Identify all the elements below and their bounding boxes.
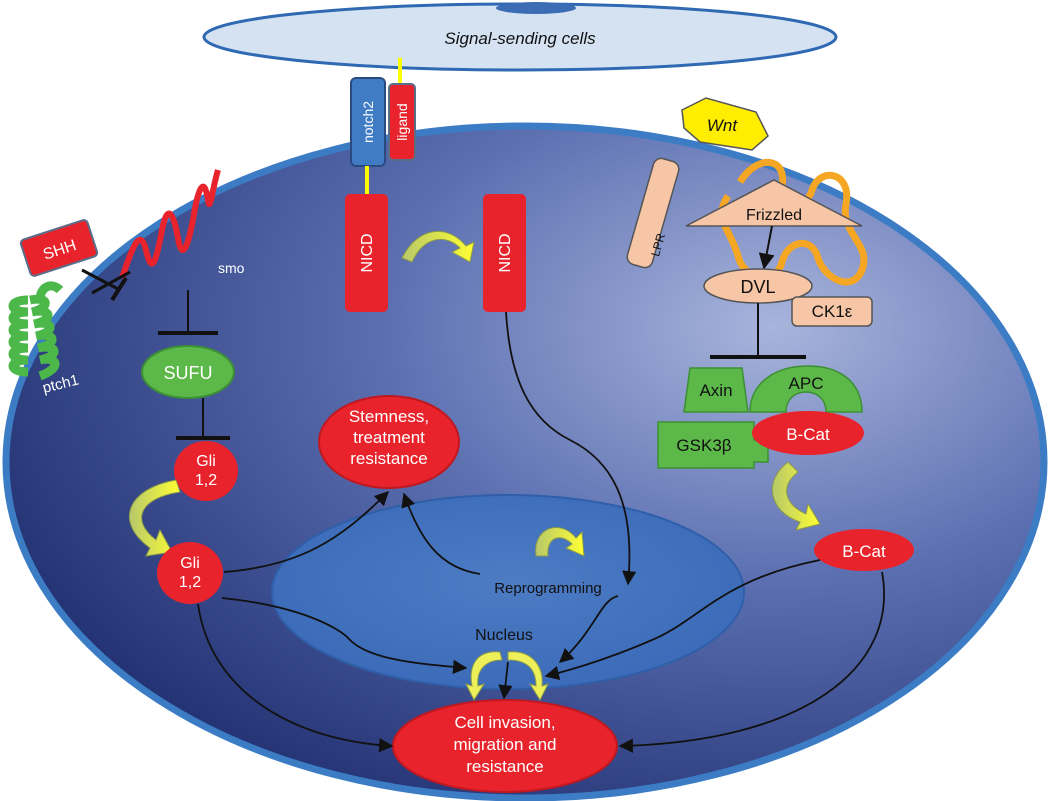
nicd-right [483,194,526,312]
nicd-left-label: NICD [359,233,376,272]
gsk3b-label: GSK3β [676,436,731,455]
wnt-ligand [681,97,769,151]
reprogramming-label: Reprogramming [494,580,602,597]
ck1e-label: CK1ε [812,302,853,321]
sufu-label: SUFU [164,363,213,383]
nicd-right-label: NICD [497,233,514,272]
gli-top-line2: 1,2 [195,472,217,489]
apc-node [749,365,863,413]
ck1e-node [791,296,873,327]
invasion-line2: migration and [453,735,556,754]
nucleus-invasion-arrow [498,661,513,700]
reprogramming-nucleus-arrow [558,595,619,663]
dvl-label: DVL [740,277,775,297]
invasion-label: Cell invasion, migration and resistance [453,713,556,776]
nucleus-yellow-arrow-right [507,651,549,702]
gli-bottom-line1: Gli [180,555,200,572]
membrane-segment [91,270,131,295]
gli-top-line1: Gli [196,453,216,470]
frizzled-receptor [685,179,863,227]
bcat-free-label: B-Cat [842,542,886,561]
axin-label: Axin [699,381,732,400]
stemness-node [318,395,460,489]
shh-box [19,219,99,277]
gli-top-label: Gli 1,2 [195,453,217,489]
nucleus-label: Nucleus [475,627,533,644]
bcat-invasion-arrow [618,571,885,753]
lpr-label: LPR [648,231,668,258]
stemness-line3: resistance [350,449,427,468]
bcat-nucleus-arrow [544,559,821,681]
bcat-free-node [814,529,914,571]
axin-node [683,367,749,413]
gli-invasion-arrow [197,603,394,753]
ptch1-receptor [8,281,64,381]
gli-translocation-arrow [129,479,181,557]
gli-bottom-line2: 1,2 [179,574,201,591]
lpr-receptor [626,157,680,269]
stemness-line1: Stemness, [349,407,429,426]
signal-arrows [197,311,885,753]
shh-inhibition [81,268,128,302]
gli-bottom-node [157,542,223,604]
stemness-line2: treatment [353,428,425,447]
invasion-line3: resistance [466,757,543,776]
reprogramming-stemness-arrow [401,492,481,575]
gli-stemness-arrow [223,490,390,573]
apc-label: APC [789,374,824,393]
invasion-line1: Cell invasion, [454,713,555,732]
signal-cell-nucleus [496,2,576,14]
sufu-node [141,345,235,399]
gli-nucleus-arrow [221,597,468,675]
bcat-complex-node [752,411,864,455]
nicd-nucleus-arrow [505,311,637,586]
reprogramming-arrow [535,527,585,557]
signal-cells-label: Signal-sending cells [444,29,596,48]
stemness-label: Stemness, treatment resistance [349,407,429,468]
ligand-box [388,83,416,161]
smo-label: smo [218,260,245,276]
frizzled-dvl-arrow [758,225,775,270]
bcat-translocation-arrow [771,461,821,531]
gli-top-node [174,441,238,501]
ligand-label: ligand [394,103,410,140]
gli-bottom-label: Gli 1,2 [179,555,201,591]
smo-receptor [119,169,221,279]
bcat-complex-label: B-Cat [786,425,830,444]
notch2-label: notch2 [360,101,376,143]
nicd-translocation-arrow [401,231,475,263]
nucleus-yellow-arrow-left [465,651,503,702]
wnt-label: Wnt [707,116,739,135]
nicd-left [345,194,388,312]
frizzled-label: Frizzled [746,207,802,224]
